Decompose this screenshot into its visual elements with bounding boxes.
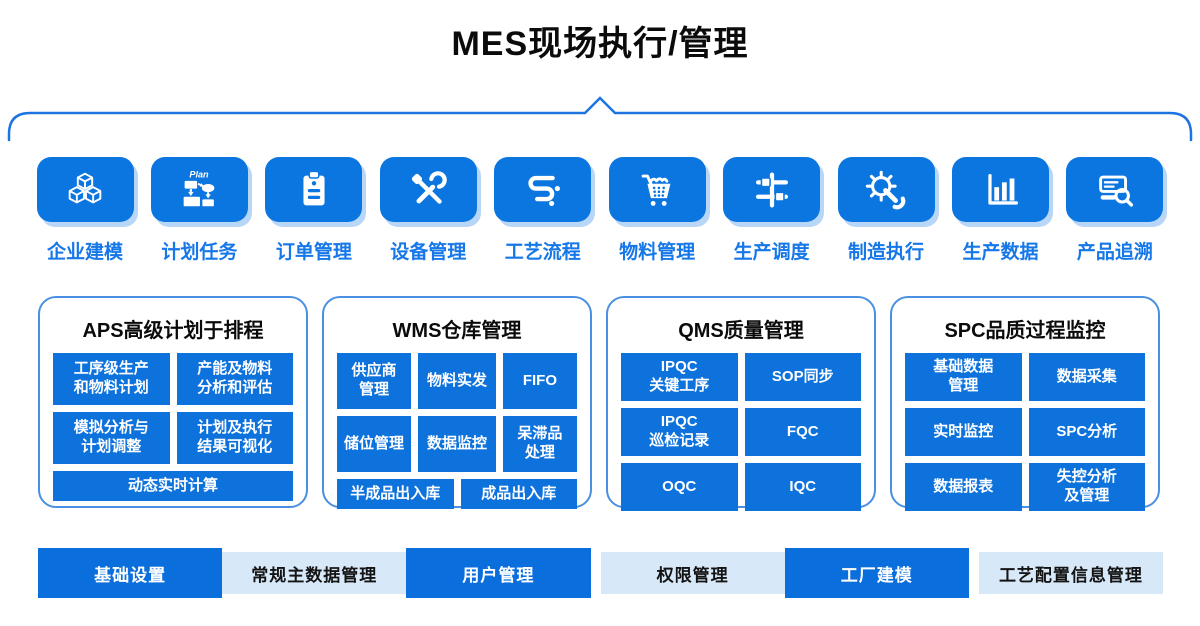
module-label: 物料管理: [619, 242, 696, 263]
foundation-item-master-data: 常规主数据管理: [222, 552, 407, 594]
panel-cell: 工序级生产 和物料计划: [53, 353, 170, 405]
module-enterprise-modeling: 企业建模: [36, 157, 134, 264]
panel-cell: 物料实发: [418, 353, 496, 409]
panel-cell: 呆滞品 处理: [502, 416, 577, 472]
module-manufacturing-execution: 制造执行: [837, 157, 935, 264]
foundation-item-factory-modeling: 工厂建模: [784, 548, 969, 598]
document-search-icon: [1099, 175, 1133, 207]
cubes-icon: [68, 172, 102, 203]
panel-cell: 动态实时计算: [53, 471, 293, 501]
clipboard-icon: [303, 170, 325, 205]
module-label: 生产数据: [962, 242, 1039, 263]
panel-cell: FQC: [744, 408, 861, 456]
module-production-scheduling: 生产调度: [723, 157, 821, 264]
module-process-flow: 工艺流程: [494, 157, 592, 264]
panel-qms: QMS质量管理 IPQC 关键工序 SOP同步 IPQC 巡检记录 FQC OQ…: [606, 296, 876, 511]
top-brace: [7, 96, 1193, 142]
panel-aps: APS高级计划于排程 工序级生产 和物料计划 产能及物料 分析和评估 模拟分析与…: [38, 296, 308, 508]
foundation-item-process-config: 工艺配置信息管理: [978, 552, 1164, 594]
panel-cell: 数据采集: [1028, 353, 1145, 401]
module-tile: [265, 157, 363, 222]
module-material-management: 物料管理: [608, 157, 706, 264]
module-label: 企业建模: [46, 242, 123, 263]
panel-cell: IPQC 关键工序: [621, 353, 738, 401]
panel-cell: 供应商 管理: [337, 353, 412, 409]
plan-flowchart-icon: Plan: [184, 169, 215, 206]
panel-cell: 模拟分析与 计划调整: [53, 412, 170, 464]
foundation-item-permission-management: 权限管理: [600, 552, 785, 594]
module-order-management: 订单管理: [265, 157, 363, 264]
module-equipment-management: 设备管理: [379, 157, 477, 264]
bar-chart-icon: [987, 173, 1018, 205]
module-icon-row: 企业建模 Plan 计划任务: [36, 157, 1164, 264]
segment-divider: [590, 552, 601, 594]
panel-cell: 成品出入库: [460, 479, 577, 509]
module-tile: [723, 157, 821, 222]
module-tile: [837, 157, 935, 222]
module-label: 计划任务: [161, 242, 238, 263]
sub-system-panels: APS高级计划于排程 工序级生产 和物料计划 产能及物料 分析和评估 模拟分析与…: [38, 296, 1160, 511]
panel-title: SPC品质过程监控: [944, 320, 1106, 342]
panel-cell: 数据报表: [905, 463, 1022, 511]
segment-divider: [968, 552, 979, 594]
panel-spc: SPC品质过程监控 基础数据 管理 数据采集 实时监控 SPC分析 数据报表 失…: [890, 296, 1160, 511]
panel-cell: 失控分析 及管理: [1028, 463, 1145, 511]
module-label: 订单管理: [275, 242, 352, 263]
gear-wrench-icon: [865, 170, 906, 209]
module-tile: Plan: [150, 157, 248, 222]
panel-cell: 计划及执行 结果可视化: [176, 412, 293, 464]
module-tile: [952, 157, 1049, 222]
module-tile: [1066, 157, 1164, 222]
panel-cell: OQC: [621, 463, 738, 511]
panel-title: WMS仓库管理: [392, 320, 522, 342]
module-label: 生产调度: [733, 242, 810, 263]
process-route-icon: [528, 175, 560, 206]
panel-title: APS高级计划于排程: [82, 320, 264, 342]
svg-text:Plan: Plan: [190, 169, 210, 179]
module-label: 产品追溯: [1076, 242, 1153, 263]
module-production-data: 生产数据: [952, 157, 1050, 264]
panel-cell: IQC: [744, 463, 861, 511]
panel-cell: 数据监控: [418, 416, 496, 472]
module-plan-tasks: Plan 计划任务: [150, 157, 248, 264]
module-label: 设备管理: [390, 242, 467, 263]
module-tile: [494, 157, 592, 222]
module-tile: [379, 157, 477, 222]
module-label: 制造执行: [848, 242, 925, 263]
sliders-icon: [755, 172, 788, 207]
crossed-tools-icon: [412, 170, 448, 204]
panel-cell: SOP同步: [744, 353, 861, 401]
foundation-item-user-management: 用户管理: [406, 548, 591, 598]
cart-icon: [641, 174, 671, 206]
panel-cell: 储位管理: [337, 416, 412, 472]
foundation-bar: 基础设置 常规主数据管理 用户管理 权限管理 工厂建模 工艺配置信息管理: [38, 548, 1164, 598]
panel-wms: WMS仓库管理 供应商 管理 物料实发 FIFO 储位管理 数据监控 呆滞品 处…: [322, 296, 592, 509]
page-title: MES现场执行/管理: [451, 25, 749, 63]
panel-cell: 半成品出入库: [337, 479, 454, 509]
foundation-item-basic-settings: 基础设置: [38, 548, 223, 598]
panel-title: QMS质量管理: [678, 320, 804, 342]
module-label: 工艺流程: [504, 242, 581, 263]
module-tile: [608, 157, 706, 222]
panel-cell: 实时监控: [905, 408, 1022, 456]
panel-cell: IPQC 巡检记录: [621, 408, 738, 456]
module-product-traceability: 产品追溯: [1066, 157, 1164, 264]
module-tile: [36, 157, 134, 222]
panel-cell: 基础数据 管理: [905, 353, 1022, 401]
panel-cell: 产能及物料 分析和评估: [176, 353, 293, 405]
panel-cell: SPC分析: [1028, 408, 1145, 456]
panel-cell: FIFO: [502, 353, 577, 409]
